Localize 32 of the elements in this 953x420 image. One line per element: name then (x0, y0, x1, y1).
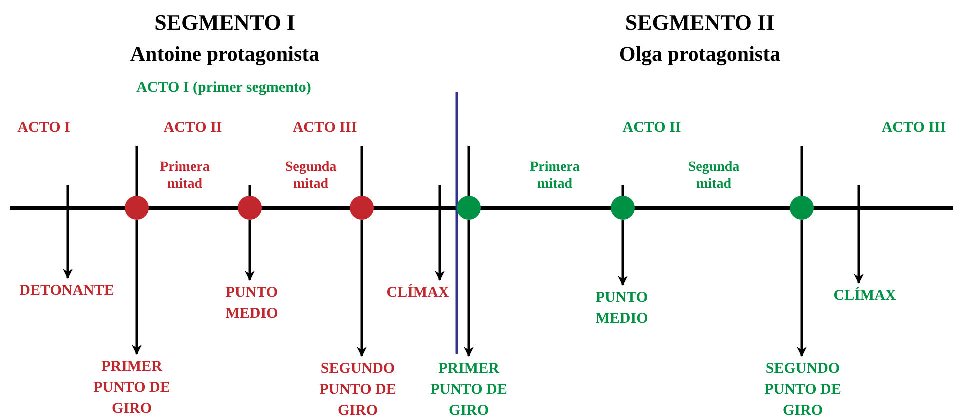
arrow (618, 220, 628, 286)
event-label: DETONANTE (7, 281, 127, 302)
arrow (132, 220, 142, 355)
event-label: CLÍMAX (825, 286, 905, 307)
heading: Antoine protagonista (129, 41, 321, 68)
arrow (245, 220, 255, 281)
event-label: SEGUNDO PUNTO DE GIRO (310, 359, 406, 420)
section-label: ACTO I (16, 119, 72, 138)
heading: SEGMENTO II (624, 9, 776, 37)
event-label: PRIMER PUNTO DE GIRO (87, 357, 177, 420)
event-label: PUNTO MEDIO (584, 288, 660, 330)
section-label: ACTO III (880, 119, 948, 138)
section-label: ACTO III (292, 119, 358, 138)
event-label: SEGUNDO PUNTO DE GIRO (756, 359, 850, 420)
section-label: Primera mitad (529, 159, 581, 193)
event-label: CLÍMAX (378, 283, 458, 304)
section-label: Primera mitad (159, 159, 211, 193)
event-label: PUNTO MEDIO (214, 283, 290, 325)
arrow (854, 185, 864, 284)
arrow (797, 220, 807, 357)
heading: Olga protagonista (618, 41, 782, 68)
arrow (357, 220, 367, 357)
arrow (435, 185, 445, 281)
section-label: ACTO II (162, 119, 224, 138)
heading: SEGMENTO I (154, 9, 296, 37)
event-label: PRIMER PUNTO DE GIRO (424, 359, 514, 420)
arrow (63, 185, 73, 279)
section-label: Segunda mitad (284, 159, 338, 193)
section-label: Segunda mitad (687, 159, 741, 193)
section-label: ACTO II (622, 119, 682, 138)
arrow (464, 220, 474, 357)
section-label: ACTO I (primer segmento) (136, 79, 312, 98)
